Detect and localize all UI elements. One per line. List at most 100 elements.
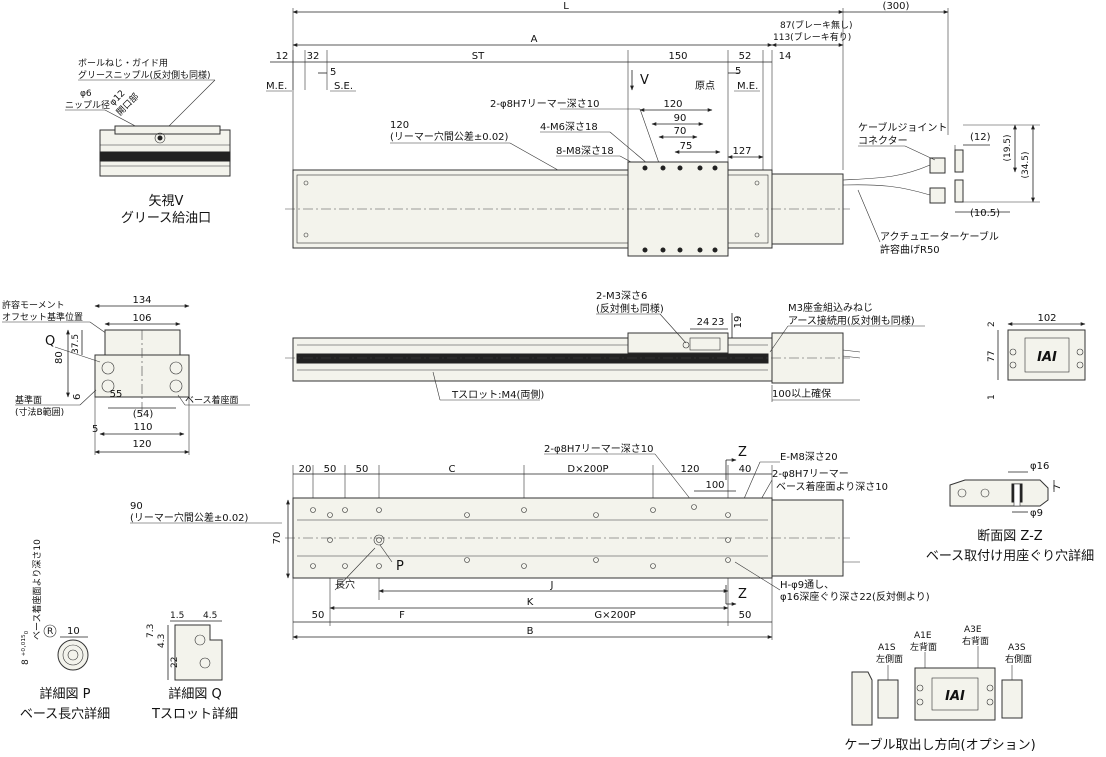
em8-label: E-M8深さ20 (780, 451, 838, 463)
w106-label: 106 (132, 313, 151, 324)
a3e-2-label: 右背面 (962, 635, 989, 647)
d50c-label: 50 (312, 610, 325, 621)
c-label: C (449, 464, 456, 475)
cj-19-5-label: (19.5) (1003, 134, 1013, 161)
cable-logo: IAI (945, 689, 965, 704)
w110-label: 110 (133, 422, 152, 433)
dim-120-label: 120 (663, 99, 682, 110)
d20-label: 20 (299, 464, 312, 475)
cj-10-5-label: (10.5) (970, 208, 1000, 219)
h9-1-label: H-φ9通し、 (780, 579, 834, 591)
bottom-view: 20 50 50 C 2-φ8H7リーマー深さ10 D×200P 120 Z 4… (130, 443, 930, 640)
ref-2-label: (寸法B範囲) (15, 406, 64, 418)
clearance-label: 100以上確保 (772, 387, 831, 400)
grease-line1: ボールねじ・ガイド用 (78, 58, 168, 69)
d50d-label: 50 (739, 610, 752, 621)
grease-caption-1: 矢視V (149, 194, 184, 209)
d90-sub-label: (リーマー穴間公差±0.02) (130, 511, 249, 524)
me-left-label: M.E. (266, 81, 287, 92)
d50a-label: 50 (324, 464, 337, 475)
d19-label: 19 (733, 316, 744, 329)
m6-label: 4-M6深さ18 (540, 121, 598, 133)
z-bottom-label: Z (738, 587, 747, 602)
dim-5b-label: 5 (735, 66, 741, 77)
section-zz: φ16 7 φ9 断面図 Z-Z ベース取付け用座ぐり穴詳細 (926, 461, 1094, 564)
detail-p-title-2: ベース長穴詳細 (20, 706, 110, 722)
pitch-1-label: 120 (390, 120, 409, 131)
phi16-label: φ16 (1030, 461, 1049, 472)
ground-2-label: アース接続用(反対側も同様) (788, 314, 915, 327)
d24-label: 24 (697, 317, 710, 328)
detail-q-4-3: 4.3 (157, 634, 167, 648)
detail-q: 1.5 4.5 7.3 4.3 22 詳細図 Q Tスロット詳細 (146, 611, 238, 722)
pitch-2-label: (リーマー穴間公差±0.02) (390, 130, 509, 143)
a1e-1-label: A1E (914, 631, 932, 641)
m3-label: 2-M3深さ6 (596, 290, 647, 302)
h77-label: 77 (987, 351, 997, 362)
a1s-2-label: 左側面 (876, 653, 903, 665)
dim-a-label: A (531, 34, 538, 45)
detail-q-7-3: 7.3 (146, 624, 156, 638)
cable-options: A1S 左側面 A1E 左背面 A3E 右背面 A3S 右側面 IAI ケーブル… (844, 625, 1035, 753)
grease-caption-2: グリース給油口 (121, 211, 211, 226)
reamer-bottom-label: 2-φ8H7リーマー深さ10 (544, 443, 654, 455)
dim-70-label: 70 (674, 126, 687, 137)
long-hole-label: 長穴 (335, 578, 355, 591)
w134-label: 134 (132, 295, 151, 306)
a3s-2-label: 右側面 (1005, 653, 1032, 665)
w102-label: 102 (1037, 313, 1056, 324)
detail-p-depth: ベース着座面より深さ10 (31, 539, 43, 640)
d50b-label: 50 (356, 464, 369, 475)
dim-90-label: 90 (674, 113, 687, 124)
d200p-label: D×200P (567, 464, 608, 475)
g200p-label: G×200P (594, 610, 635, 621)
section-title-2: ベース取付け用座ぐり穴詳細 (926, 548, 1094, 564)
dim-st-label: ST (472, 51, 485, 62)
me-right-label: M.E. (737, 81, 758, 92)
z-top-label: Z (738, 445, 747, 460)
moment-1-label: 許容モーメント (2, 299, 65, 311)
cj-34-5-label: (34.5) (1021, 151, 1031, 178)
se-label: S.E. (334, 81, 353, 92)
actuator-cable-label: アクチュエーターケーブル (880, 230, 999, 243)
detail-p-title-1: 詳細図 P (40, 686, 91, 702)
h1-label: 1 (987, 394, 997, 400)
reamer2-1-label: 2-φ8H7リーマー (772, 469, 849, 480)
d7-label: 7 (1053, 484, 1063, 490)
q-label: Q (45, 334, 55, 349)
dim-12-label: 12 (276, 51, 289, 62)
end-view: 102 IAI 2 77 1 (987, 313, 1086, 400)
detail-p-d10: 10 (67, 626, 80, 637)
top-view: L (300) A 87(ブレーキ無し) 113(ブレーキ有り) 12 32 S… (266, 1, 1040, 257)
dim-300-label: (300) (883, 1, 910, 12)
f-label: F (399, 610, 405, 621)
tslot-label: Tスロット:M4(両側) (451, 388, 544, 401)
detail-q-title-1: 詳細図 Q (168, 686, 221, 702)
origin-label: 原点 (695, 80, 715, 92)
dim-75-label: 75 (680, 141, 693, 152)
nipple-label: ニップル径 (65, 99, 110, 111)
w55-label: 55 (110, 389, 123, 400)
dim-52-label: 52 (739, 51, 752, 62)
grease-view: ボールねじ・ガイド用 グリースニップル(反対側も同様) φ6 ニップル径 φ12… (65, 58, 231, 226)
b-label: B (527, 626, 534, 637)
dim-113-label: 113(ブレーキ有り) (773, 31, 851, 43)
reamer2-2-label: ベース着座面より深さ10 (776, 480, 888, 493)
dim-87-label: 87(ブレーキ無し) (780, 19, 852, 31)
a3e-1-label: A3E (964, 625, 982, 635)
end-logo: IAI (1037, 350, 1057, 365)
a1e-2-label: 左背面 (910, 641, 937, 653)
phi9-label: φ9 (1030, 508, 1043, 519)
m3-sub-label: (反対側も同様) (596, 302, 664, 315)
bend-radius-label: 許容曲げR50 (880, 243, 940, 256)
h2-label: 2 (987, 321, 997, 327)
w120-label: 120 (132, 439, 151, 450)
detail-p: ベース着座面より深さ10 8 ⁺⁰·⁰¹⁵₀ R 10 詳細図 P ベース長穴詳… (20, 539, 110, 722)
detail-q-4-5: 4.5 (203, 611, 217, 621)
h6-label: 6 (72, 394, 83, 400)
moment-2-label: オフセット基準位置 (2, 311, 83, 323)
d90-label: 90 (130, 501, 143, 512)
detail-q-1-5: 1.5 (170, 611, 184, 621)
w54-label: (54) (133, 409, 154, 420)
